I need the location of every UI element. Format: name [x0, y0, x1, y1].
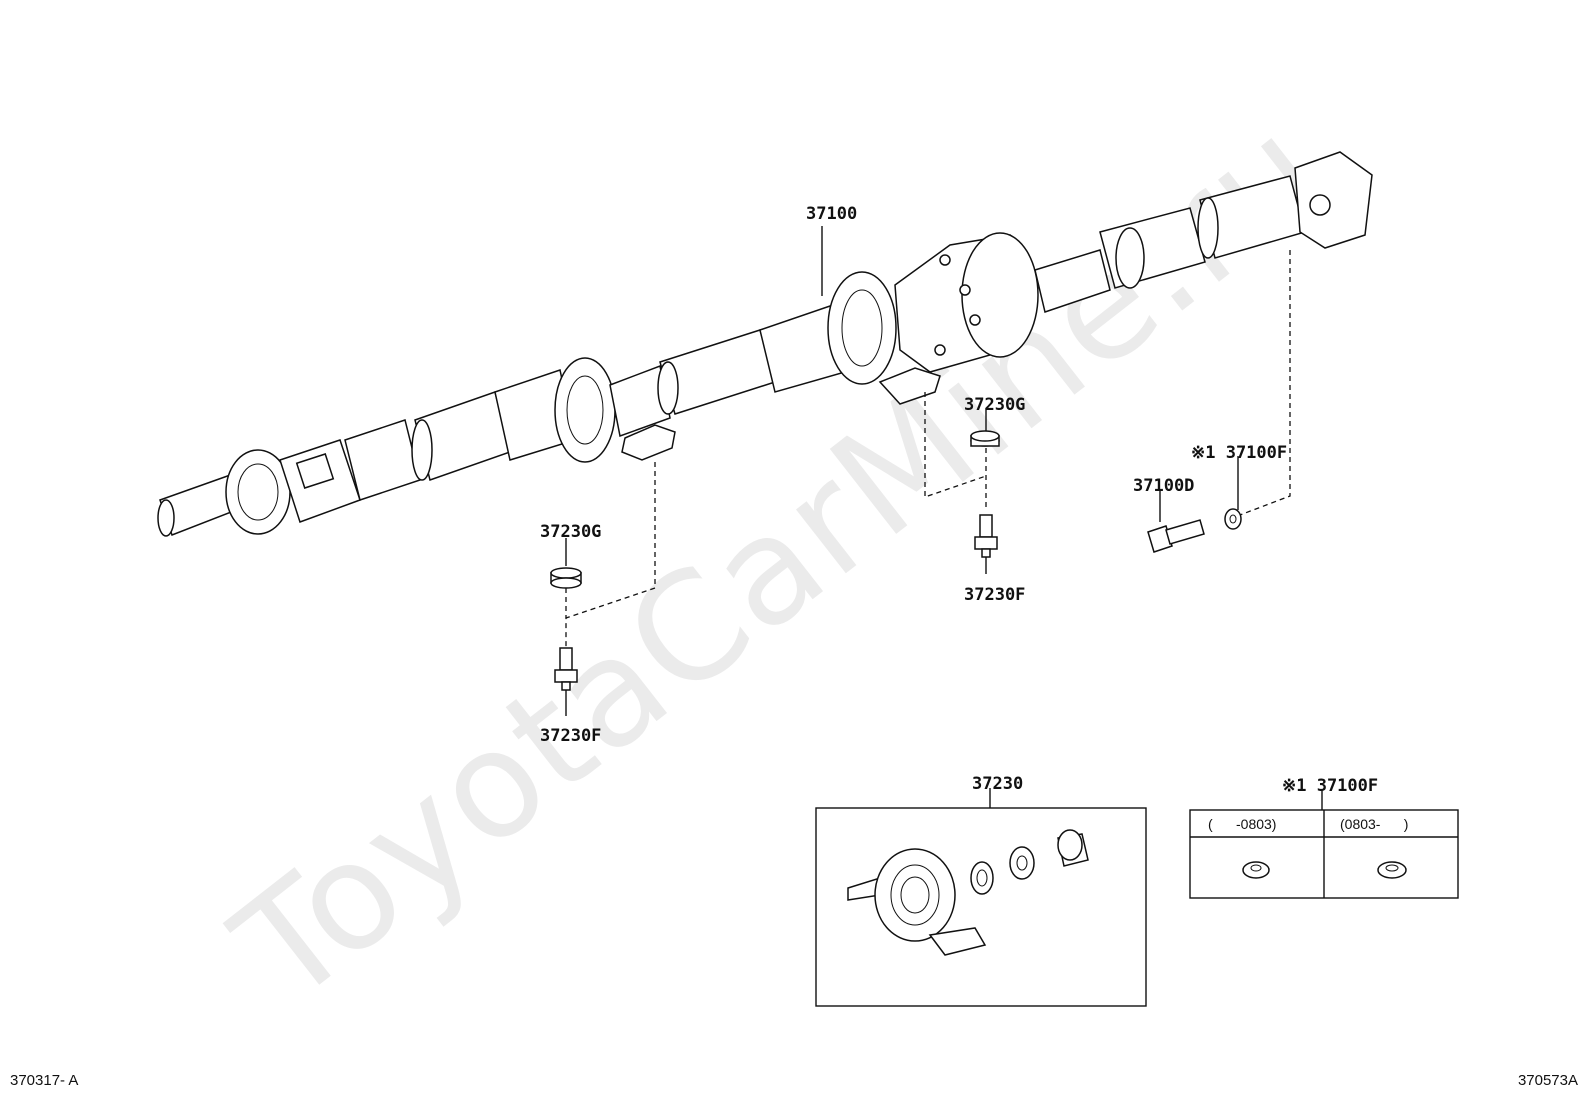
stud-icon: [974, 514, 998, 558]
label-37100f-table: ※1 37100F: [1282, 776, 1379, 796]
propeller-shaft-icon: [157, 151, 1373, 537]
center-bearing-icon: [847, 829, 1089, 956]
table-col-1-header: ( -0803): [1208, 816, 1277, 832]
washer-table: [1189, 790, 1459, 899]
label-37100f: ※1 37100F: [1191, 443, 1288, 463]
washer-icon: [1377, 861, 1407, 879]
footer-left-code: 370317- A: [10, 1072, 79, 1089]
footer-right-code: 370573A: [1517, 1072, 1578, 1089]
label-37230f-left: 37230F: [540, 726, 602, 746]
label-37230g-left: 37230G: [540, 522, 602, 542]
washer-icon: [970, 430, 1000, 447]
label-37230g-center: 37230G: [964, 395, 1026, 415]
bolt-icon: [1147, 519, 1205, 553]
label-37100d: 37100D: [1133, 476, 1195, 496]
washer-icon: [550, 567, 582, 589]
label-37230f-center: 37230F: [964, 585, 1026, 605]
bearing-kit-box: [815, 807, 1147, 1007]
stud-icon: [554, 647, 578, 691]
label-37230: 37230: [972, 774, 1024, 794]
label-37100: 37100: [806, 204, 858, 224]
washer-icon: [1242, 861, 1270, 879]
table-col-2-header: (0803- ): [1340, 816, 1409, 832]
washer-icon: [1224, 508, 1242, 530]
